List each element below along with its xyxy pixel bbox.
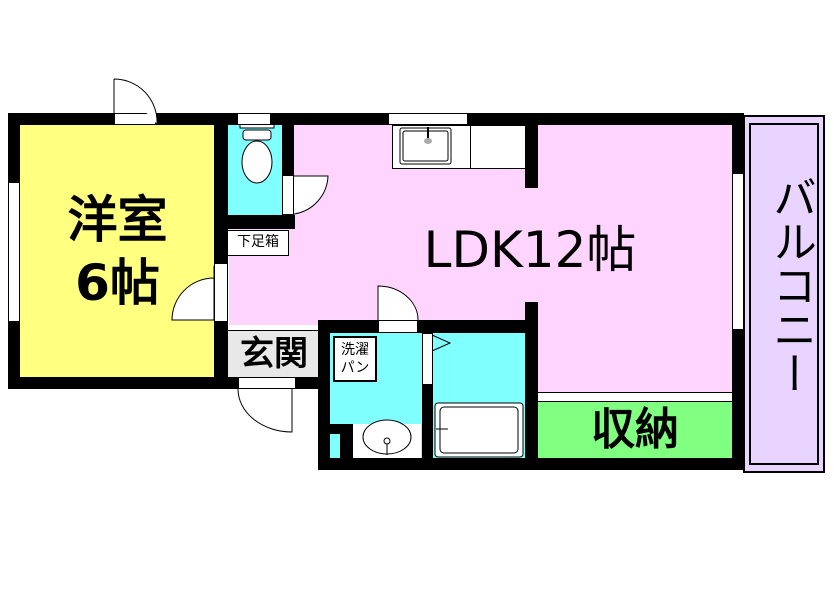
door-entrance[interactable] bbox=[237, 388, 294, 433]
window-kitchen bbox=[388, 113, 468, 125]
bathtub-icon bbox=[434, 402, 524, 458]
balcony-label: バルコニー bbox=[765, 175, 816, 395]
sink-icon bbox=[362, 419, 412, 455]
washer-pan: 洗濯 パン bbox=[333, 336, 377, 382]
western-room-name: 洋室 bbox=[67, 191, 168, 249]
storage-label: 収納 bbox=[591, 404, 679, 455]
shoe-box-label: 下足箱 bbox=[237, 234, 279, 250]
toilet-icon bbox=[239, 117, 275, 184]
entrance-label: 玄関 bbox=[240, 334, 308, 374]
kitchen-sink-icon bbox=[399, 127, 452, 165]
door-washroom[interactable] bbox=[376, 285, 420, 322]
window-east bbox=[732, 173, 744, 330]
window-west bbox=[8, 182, 20, 322]
storage-room bbox=[537, 402, 732, 458]
western-room-size: 6帖 bbox=[75, 254, 160, 312]
shoe-box bbox=[227, 230, 289, 256]
door-west-room[interactable] bbox=[171, 264, 216, 321]
window-toilet bbox=[237, 113, 271, 125]
ldk-label: LDK12帖 bbox=[423, 221, 637, 279]
western-room bbox=[20, 125, 214, 377]
bathroom-door bbox=[422, 333, 433, 385]
balcony bbox=[743, 115, 825, 473]
door-toilet[interactable] bbox=[293, 175, 330, 215]
door-west-room-exterior[interactable] bbox=[112, 78, 158, 125]
entrance bbox=[227, 330, 319, 377]
